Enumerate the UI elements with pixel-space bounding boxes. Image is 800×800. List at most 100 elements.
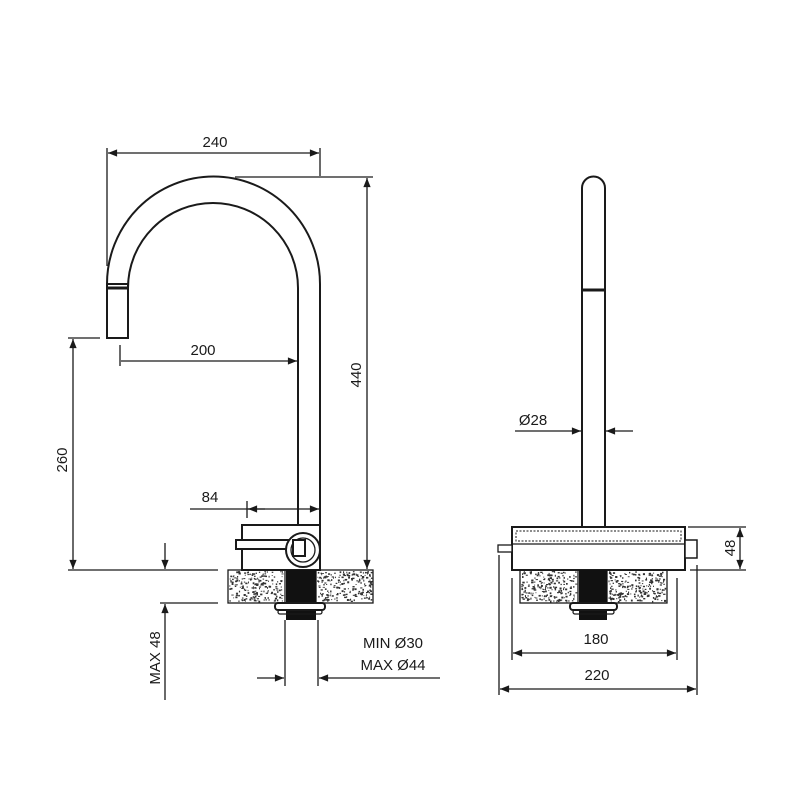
speckle <box>648 574 651 576</box>
speckle <box>258 571 261 573</box>
speckle <box>559 577 561 579</box>
speckle <box>368 584 372 586</box>
speckle <box>260 584 262 587</box>
speckle <box>277 581 279 583</box>
speckle <box>260 593 263 596</box>
speckle <box>619 592 621 595</box>
speckle <box>634 573 636 576</box>
speckle <box>639 599 641 601</box>
speckle <box>349 592 351 594</box>
speckle <box>363 595 365 596</box>
speckle <box>348 574 350 576</box>
speckle <box>361 594 363 596</box>
speckle <box>366 576 369 579</box>
speckle <box>663 581 664 583</box>
speckle <box>537 573 540 576</box>
speckle <box>661 600 663 602</box>
speckle <box>548 577 549 580</box>
speckle <box>550 601 552 603</box>
speckle <box>244 572 247 574</box>
speckle <box>658 581 660 583</box>
speckle <box>525 597 528 599</box>
speckle <box>563 588 565 591</box>
speckle <box>335 597 338 599</box>
speckle <box>641 580 644 582</box>
speckle <box>366 593 368 595</box>
speckle <box>656 579 658 581</box>
speckle <box>652 590 654 592</box>
speckle <box>273 576 276 578</box>
speckle <box>334 598 336 600</box>
speckle <box>281 571 283 573</box>
speckle <box>233 597 235 599</box>
speckle <box>336 586 339 589</box>
speckle <box>569 587 572 589</box>
speckle <box>631 584 634 586</box>
speckle <box>609 571 610 573</box>
speckle <box>274 599 276 601</box>
speckle <box>662 571 664 574</box>
speckle <box>267 597 269 599</box>
speckle <box>345 593 348 596</box>
speckle <box>232 575 234 578</box>
speckle <box>346 596 348 598</box>
speckle <box>627 589 630 590</box>
speckle <box>360 592 363 594</box>
speckle <box>618 585 621 587</box>
speckle <box>563 580 566 583</box>
speckle <box>344 596 347 599</box>
speckle <box>574 576 577 578</box>
speckle <box>644 593 647 595</box>
speckle <box>642 573 645 576</box>
speckle <box>620 575 622 578</box>
speckle <box>324 582 327 584</box>
speckle <box>660 572 663 575</box>
speckle <box>569 590 572 593</box>
speckle <box>254 595 257 598</box>
speckle <box>547 578 550 581</box>
speckle <box>249 598 252 601</box>
speckle <box>530 572 532 575</box>
speckle <box>560 590 563 592</box>
base-body <box>497 526 698 571</box>
speckle <box>661 589 664 591</box>
speckle <box>627 585 629 588</box>
speckle <box>653 592 656 595</box>
speckle <box>543 598 545 600</box>
speckle <box>367 590 369 593</box>
speckle <box>327 590 329 592</box>
speckle <box>625 590 627 592</box>
speckle <box>640 584 642 587</box>
speckle <box>276 589 278 591</box>
speckle <box>635 598 637 599</box>
speckle <box>323 598 326 601</box>
speckle <box>252 598 254 600</box>
speckle <box>612 597 614 599</box>
speckle <box>273 589 275 591</box>
speckle <box>259 588 260 590</box>
speckle <box>619 584 621 586</box>
speckle <box>565 588 568 591</box>
speckle <box>534 584 536 586</box>
speckle <box>362 571 364 574</box>
speckle <box>243 594 246 596</box>
speckle <box>544 595 546 597</box>
speckle <box>355 584 357 585</box>
speckle <box>543 589 545 590</box>
speckle <box>347 581 350 584</box>
speckle <box>618 593 620 595</box>
speckle <box>622 577 624 579</box>
speckle <box>369 575 371 577</box>
speckle <box>659 575 661 577</box>
speckle <box>644 591 646 594</box>
speckle <box>527 595 529 597</box>
speckle <box>263 582 266 584</box>
speckle <box>257 577 259 580</box>
speckle <box>369 580 371 582</box>
speckle <box>318 577 321 579</box>
speckle <box>337 593 339 595</box>
speckle <box>335 582 338 584</box>
speckle <box>651 575 654 577</box>
speckle <box>663 583 665 585</box>
speckle <box>547 574 550 577</box>
